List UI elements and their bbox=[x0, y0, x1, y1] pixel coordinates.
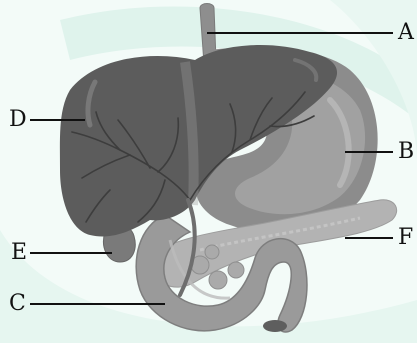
label-a: A bbox=[398, 22, 414, 44]
label-f: F bbox=[398, 227, 413, 249]
label-c: C bbox=[9, 293, 26, 315]
label-e: E bbox=[11, 242, 27, 264]
label-b: B bbox=[398, 141, 414, 163]
label-d: D bbox=[9, 109, 27, 131]
